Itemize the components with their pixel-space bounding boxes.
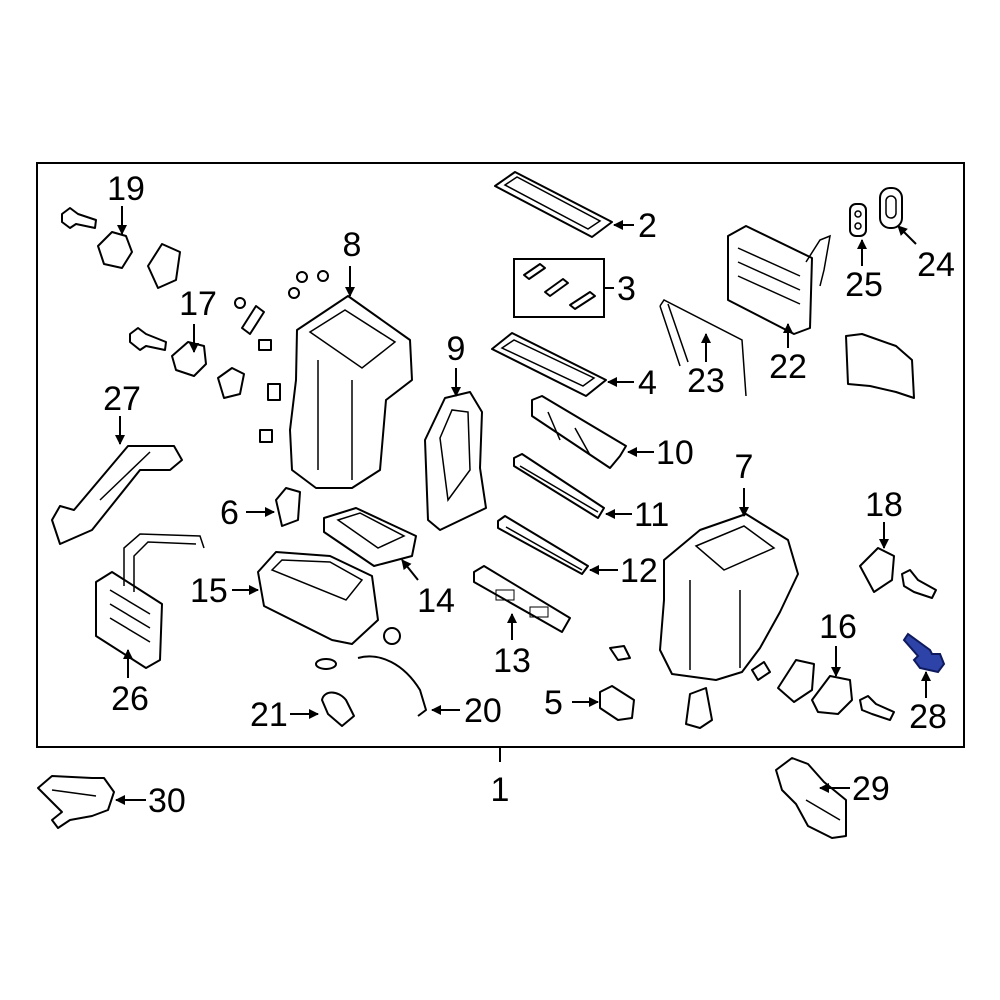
svg-text:2: 2 <box>638 207 657 245</box>
callout-21[interactable]: 21 <box>250 696 319 734</box>
svg-text:22: 22 <box>769 348 807 386</box>
svg-text:7: 7 <box>735 448 754 486</box>
svg-text:10: 10 <box>656 434 694 472</box>
part-4-filter[interactable] <box>491 332 607 397</box>
svg-text:15: 15 <box>190 572 228 610</box>
callout-3[interactable]: 3 <box>604 270 636 308</box>
svg-text:26: 26 <box>111 680 149 718</box>
part-insulation <box>845 333 915 399</box>
callout-17[interactable]: 17 <box>179 285 217 353</box>
callout-19[interactable]: 19 <box>107 170 145 235</box>
callout-11[interactable]: 11 <box>605 496 669 534</box>
part-14-tray[interactable] <box>323 507 417 567</box>
svg-text:9: 9 <box>447 330 466 368</box>
part-20-hose[interactable] <box>357 627 427 717</box>
svg-text:19: 19 <box>107 170 145 208</box>
svg-text:6: 6 <box>220 494 239 532</box>
callout-25[interactable]: 25 <box>845 239 883 304</box>
callout-20[interactable]: 20 <box>431 692 502 730</box>
callout-7[interactable]: 7 <box>735 448 754 517</box>
svg-text:25: 25 <box>845 266 883 304</box>
svg-text:24: 24 <box>917 246 955 284</box>
part-19-actuator[interactable] <box>61 207 181 289</box>
part-15-case[interactable] <box>257 551 379 645</box>
callout-22[interactable]: 22 <box>769 323 807 386</box>
callout-29[interactable]: 29 <box>819 770 890 808</box>
part-22-evaporator[interactable] <box>727 225 831 335</box>
part-small-bits <box>234 270 329 443</box>
svg-text:17: 17 <box>179 285 217 323</box>
callout-30[interactable]: 30 <box>115 782 186 820</box>
part-small-clip <box>609 645 713 729</box>
part-29-duct[interactable] <box>775 757 847 839</box>
svg-text:14: 14 <box>417 582 455 620</box>
svg-text:18: 18 <box>865 486 903 524</box>
part-26-core[interactable] <box>95 533 205 669</box>
part-5-seal[interactable] <box>599 685 635 721</box>
part-17-actuator[interactable] <box>129 327 245 399</box>
part-16-actuator[interactable] <box>751 659 895 721</box>
callout-24[interactable]: 24 <box>897 225 955 284</box>
svg-text:27: 27 <box>103 380 141 418</box>
part-11-door[interactable] <box>513 453 605 519</box>
callout-10[interactable]: 10 <box>627 434 694 472</box>
svg-text:4: 4 <box>638 364 657 402</box>
callout-5[interactable]: 5 <box>544 684 599 722</box>
svg-text:29: 29 <box>852 770 890 808</box>
svg-text:16: 16 <box>819 608 857 646</box>
part-24-grommet[interactable] <box>879 187 903 229</box>
callout-12[interactable]: 12 <box>589 552 658 590</box>
part-8-case[interactable] <box>289 295 413 489</box>
part-27-pipe[interactable] <box>51 445 183 545</box>
callout-14[interactable]: 14 <box>401 559 455 620</box>
svg-text:21: 21 <box>250 696 288 734</box>
svg-text:5: 5 <box>544 684 563 722</box>
callout-16[interactable]: 16 <box>819 608 857 677</box>
svg-text:30: 30 <box>148 782 186 820</box>
part-30-duct[interactable] <box>37 775 115 829</box>
callout-26[interactable]: 26 <box>111 649 149 718</box>
part-9-plate[interactable] <box>424 391 487 531</box>
part-28-actuator-highlighted[interactable] <box>902 632 946 674</box>
callout-15[interactable]: 15 <box>190 572 259 610</box>
callout-13[interactable]: 13 <box>493 613 531 680</box>
part-10-door[interactable] <box>531 395 627 469</box>
svg-text:23: 23 <box>687 362 725 400</box>
svg-text:12: 12 <box>620 552 658 590</box>
svg-text:11: 11 <box>634 496 669 534</box>
svg-text:8: 8 <box>343 226 362 264</box>
svg-text:1: 1 <box>491 771 510 809</box>
callout-2[interactable]: 2 <box>613 207 657 245</box>
callout-1[interactable]: 1 <box>491 771 510 809</box>
part-7-case[interactable] <box>659 513 799 681</box>
callout-9[interactable]: 9 <box>447 330 466 397</box>
callout-8[interactable]: 8 <box>343 226 362 297</box>
part-23-seal[interactable] <box>659 299 747 397</box>
callout-4[interactable]: 4 <box>607 364 657 402</box>
part-3-kit[interactable] <box>513 258 605 318</box>
svg-text:20: 20 <box>464 692 502 730</box>
part-2-filter[interactable] <box>494 171 613 238</box>
callout-6[interactable]: 6 <box>220 494 275 532</box>
svg-text:13: 13 <box>493 642 531 680</box>
callout-27[interactable]: 27 <box>103 380 141 445</box>
callout-18[interactable]: 18 <box>865 486 903 549</box>
svg-text:3: 3 <box>617 270 636 308</box>
part-13-door[interactable] <box>473 565 571 633</box>
part-12-door[interactable] <box>497 515 589 575</box>
part-21-drain[interactable] <box>315 658 355 727</box>
callout-23[interactable]: 23 <box>687 333 725 400</box>
callout-28[interactable]: 28 <box>909 671 947 736</box>
part-25-grommet[interactable] <box>849 203 867 237</box>
svg-text:28: 28 <box>909 698 947 736</box>
part-18-actuator[interactable] <box>859 547 937 599</box>
part-6-grommet[interactable] <box>275 487 301 527</box>
